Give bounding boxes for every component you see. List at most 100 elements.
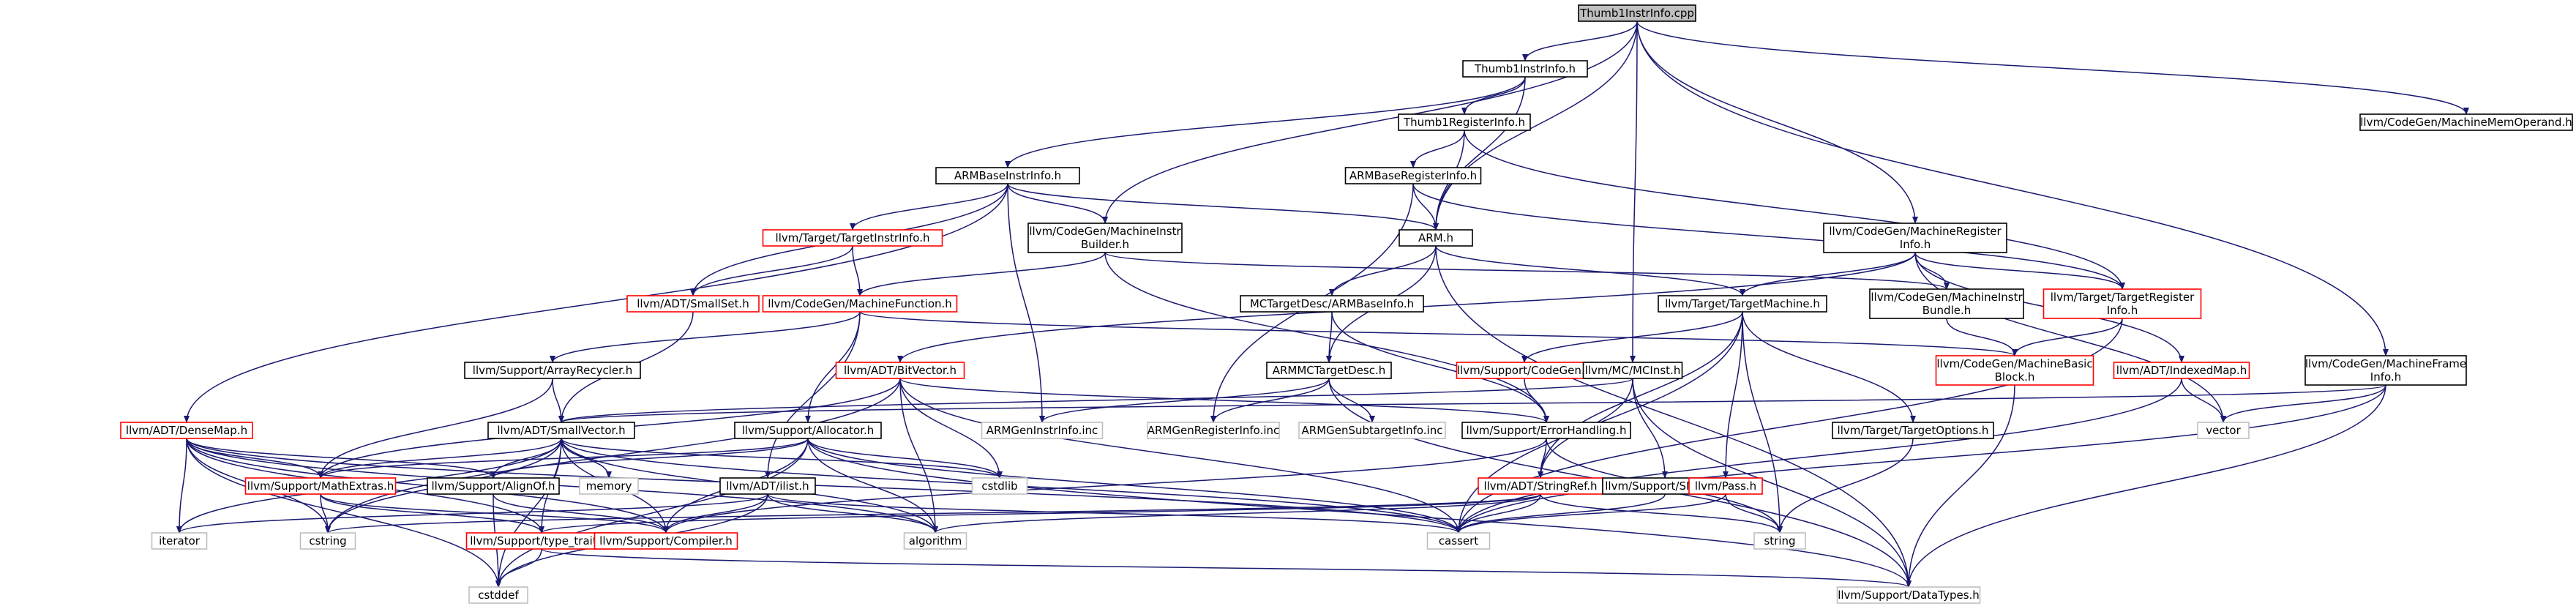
node-bitvector[interactable]: llvm/ADT/BitVector.h bbox=[835, 362, 965, 379]
node-densemap[interactable]: llvm/ADT/DenseMap.h bbox=[120, 422, 253, 439]
edge-smloc-to-cassert bbox=[1456, 493, 1666, 534]
node-box bbox=[734, 422, 882, 439]
node-cstdlib[interactable]: cstdlib bbox=[971, 477, 1028, 495]
edge-armmctd-to-armgenreg bbox=[1210, 378, 1330, 423]
edge-bitvector-to-cstdlib bbox=[899, 378, 1003, 479]
edge-errorhandling-to-stringref bbox=[1538, 438, 1547, 479]
node-thumb1h[interactable]: Thumb1InstrInfo.h bbox=[1462, 60, 1588, 78]
node-allocator[interactable]: llvm/Support/Allocator.h bbox=[734, 422, 882, 439]
edge-mathextras-to-compiler bbox=[320, 493, 669, 534]
node-armh[interactable]: ARM.h bbox=[1399, 229, 1473, 247]
node-machmemop[interactable]: llvm/CodeGen/MachineMemOperand.h bbox=[2359, 113, 2573, 131]
node-mcinst[interactable]: llvm/MC/MCInst.h bbox=[1582, 362, 1683, 379]
node-label: llvm/ADT/SmallSet.h bbox=[637, 297, 749, 310]
edge-targetmachine-to-codegenh bbox=[1521, 311, 1743, 363]
edge-targetmachine-to-passh bbox=[1723, 311, 1743, 479]
node-algorithm[interactable]: algorithm bbox=[903, 532, 967, 550]
node-box bbox=[2113, 362, 2250, 379]
edge-indexedmap-to-vector bbox=[2181, 378, 2226, 423]
edge-bitvector-to-cstring bbox=[325, 378, 901, 534]
node-armbasereg[interactable]: ARMBaseRegisterInfo.h bbox=[1344, 167, 1482, 184]
edges-layer bbox=[176, 20, 2469, 588]
node-codegenh[interactable]: llvm/Support/CodeGen.h bbox=[1456, 362, 1593, 379]
node-label: llvm/Support/type_traits.h bbox=[470, 534, 613, 548]
node-label: vector bbox=[2206, 424, 2241, 437]
edge-ilist-to-algorithm bbox=[767, 493, 938, 534]
node-ilist[interactable]: llvm/ADT/ilist.h bbox=[719, 477, 816, 495]
edge-arrayrecycler-to-smallvector bbox=[552, 378, 564, 423]
node-label: ARMMCTargetDesc.h bbox=[1273, 364, 1386, 377]
node-smallvector[interactable]: llvm/ADT/SmallVector.h bbox=[487, 422, 635, 439]
edge-root-to-machreginfo bbox=[1636, 20, 1918, 224]
node-targetinstr[interactable]: llvm/Target/TargetInstrInfo.h bbox=[762, 229, 943, 247]
node-vector[interactable]: vector bbox=[2197, 422, 2250, 439]
node-string[interactable]: string bbox=[1753, 532, 1806, 550]
node-armmctd[interactable]: ARMMCTargetDesc.h bbox=[1266, 362, 1392, 379]
node-alignof[interactable]: llvm/Support/AlignOf.h bbox=[427, 477, 560, 495]
node-label: ARM.h bbox=[1418, 231, 1453, 244]
edge-machfunc-to-arrayrecycler bbox=[550, 311, 861, 363]
node-label: llvm/Support/AlignOf.h bbox=[431, 479, 555, 493]
edge-root-to-machmemop bbox=[1636, 20, 2469, 115]
node-box bbox=[835, 362, 965, 379]
node-box bbox=[719, 477, 816, 495]
node-targetoptions[interactable]: llvm/Target/TargetOptions.h bbox=[1832, 422, 1994, 439]
node-cassert[interactable]: cassert bbox=[1426, 532, 1491, 550]
node-errorhandling[interactable]: llvm/Support/ErrorHandling.h bbox=[1461, 422, 1631, 439]
node-indexedmap[interactable]: llvm/ADT/IndexedMap.h bbox=[2113, 362, 2250, 379]
node-armgeninstr[interactable]: ARMGenInstrInfo.inc bbox=[981, 422, 1104, 439]
node-arrayrecycler[interactable]: llvm/Support/ArrayRecycler.h bbox=[464, 362, 641, 379]
node-armgenreg[interactable]: ARMGenRegisterInfo.inc bbox=[1147, 422, 1280, 439]
node-label: ARMBaseRegisterInfo.h bbox=[1349, 169, 1477, 182]
node-datatypes[interactable]: llvm/Support/DataTypes.h bbox=[1836, 586, 1981, 604]
node-mctargetarm[interactable]: MCTargetDesc/ARMBaseInfo.h bbox=[1240, 295, 1424, 313]
node-armbaseinstr[interactable]: ARMBaseInstrInfo.h bbox=[935, 167, 1080, 184]
node-iterator[interactable]: iterator bbox=[151, 532, 208, 550]
node-label: llvm/CodeGen/MachineFrame bbox=[2305, 357, 2466, 370]
edge-allocator-to-alignof bbox=[490, 438, 809, 479]
node-box bbox=[981, 422, 1104, 439]
edge-stringref-to-typetraits bbox=[539, 493, 1541, 534]
node-armgensubtarget[interactable]: ARMGenSubtargetInfo.inc bbox=[1298, 422, 1446, 439]
node-label: llvm/CodeGen/MachineInstr bbox=[1029, 225, 1181, 238]
node-label: llvm/CodeGen/MachineInstr bbox=[1871, 291, 2023, 304]
edge-allocator-to-cstdlib bbox=[807, 438, 1003, 479]
edge-targetmachine-to-targetoptions bbox=[1742, 311, 1916, 423]
edge-armbasereg-to-targetreginfo bbox=[1412, 183, 2125, 290]
node-cstddef[interactable]: cstddef bbox=[468, 586, 528, 604]
node-stringref[interactable]: llvm/ADT/StringRef.h bbox=[1478, 477, 1603, 495]
node-thumb1reg[interactable]: Thumb1RegisterInfo.h bbox=[1398, 113, 1531, 131]
node-root: Thumb1InstrInfo.cpp bbox=[1578, 4, 1696, 22]
node-mathextras[interactable]: llvm/Support/MathExtras.h bbox=[244, 477, 397, 495]
node-memory[interactable]: memory bbox=[579, 477, 639, 495]
node-label: memory bbox=[586, 479, 632, 493]
edge-mathextras-to-typetraits bbox=[320, 493, 544, 534]
node-cstring[interactable]: cstring bbox=[299, 532, 356, 550]
edge-passh-to-cassert bbox=[1456, 493, 1726, 534]
edge-smallvector-to-cstddef bbox=[495, 438, 562, 588]
node-box bbox=[487, 422, 635, 439]
node-box bbox=[464, 362, 641, 379]
edge-thumb1h-to-thumb1reg bbox=[1461, 76, 1526, 115]
edge-machreginfo-to-targetmachine bbox=[1740, 252, 1916, 296]
edge-alignof-to-compiler bbox=[493, 493, 669, 534]
node-compiler[interactable]: llvm/Support/Compiler.h bbox=[594, 532, 738, 550]
node-machfunc[interactable]: llvm/CodeGen/MachineFunction.h bbox=[762, 295, 958, 313]
node-label: Info.h bbox=[2107, 304, 2138, 317]
edge-smallvector-to-mathextras bbox=[318, 438, 562, 479]
node-targetmachine[interactable]: llvm/Target/TargetMachine.h bbox=[1658, 295, 1827, 313]
node-smallset[interactable]: llvm/ADT/SmallSet.h bbox=[626, 295, 760, 313]
node-passh[interactable]: llvm/Pass.h bbox=[1688, 477, 1763, 495]
edge-stringref-to-string bbox=[1540, 493, 1783, 534]
node-box bbox=[1398, 113, 1531, 131]
edge-machframe-to-vector bbox=[2220, 384, 2386, 423]
node-label: ARMGenSubtargetInfo.inc bbox=[1302, 424, 1443, 437]
node-box bbox=[971, 477, 1028, 495]
